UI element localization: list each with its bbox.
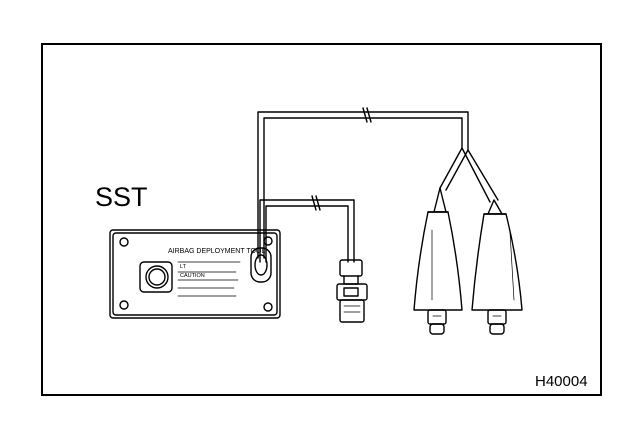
figure-code: H40004 [535,373,588,390]
right-branch-cable [461,147,499,203]
diagram-frame [41,43,602,396]
screw-icon [119,300,129,310]
deploy-button-icon [139,261,173,293]
screw-icon [119,237,129,247]
right-clip [471,199,523,335]
main-cable [257,107,469,259]
cable-grommet-icon [250,247,272,283]
panel-line-2: CAUTION [180,273,205,279]
connector-cable [259,195,355,263]
connector-plug [336,259,368,323]
left-clip [413,187,463,335]
sst-label: SST [95,182,148,212]
panel-title: AIRBAG DEPLOYMENT TOOL [168,248,265,255]
panel-line-1: LT [180,264,187,270]
tool-panel [109,229,281,319]
screw-icon [263,302,273,312]
